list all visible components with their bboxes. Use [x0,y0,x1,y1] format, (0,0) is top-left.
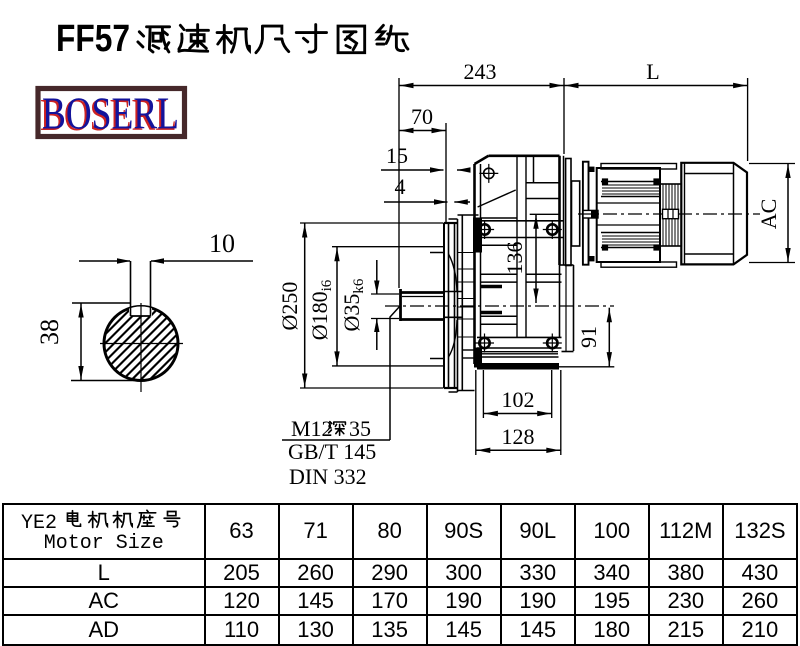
svg-text:38: 38 [35,319,64,345]
svg-text:35: 35 [349,416,371,441]
svg-text:91: 91 [576,326,601,348]
svg-text:15: 15 [386,143,408,168]
svg-text:243: 243 [464,59,497,84]
svg-text:70: 70 [411,104,433,129]
svg-text:136: 136 [502,242,527,275]
svg-text:FF57: FF57 [56,18,130,60]
svg-text:10: 10 [209,229,235,258]
svg-text:102: 102 [502,387,535,412]
svg-text:128: 128 [502,424,535,449]
svg-text:4: 4 [395,174,406,199]
svg-text:DIN 332: DIN 332 [289,464,367,489]
svg-text:AC: AC [756,199,781,230]
svg-text:BOSERL: BOSERL [42,89,179,139]
svg-text:M12: M12 [291,416,333,441]
svg-text:Ø250: Ø250 [277,282,302,331]
svg-text:BOSERL: BOSERL [40,90,177,140]
svg-text:L: L [646,59,659,84]
svg-text:GB/T 145: GB/T 145 [288,439,376,464]
